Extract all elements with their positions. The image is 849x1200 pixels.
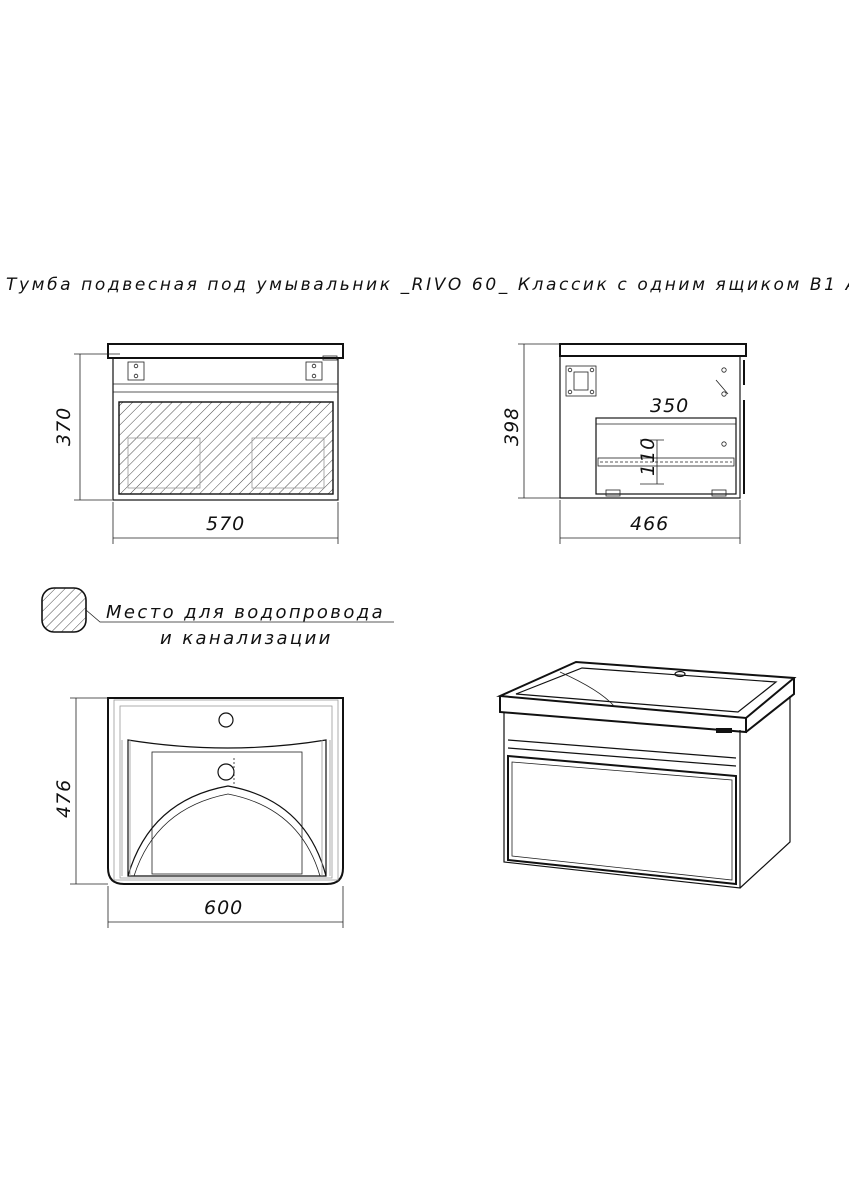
front-drawer-hatch: [118, 401, 334, 495]
legend-line2: и канализации: [160, 628, 333, 649]
drawer-height-label: 110: [637, 437, 659, 476]
drawing-title: Тумба подвесная под умывальник _RIVO 60_…: [6, 275, 849, 295]
isometric-view: [496, 660, 797, 889]
drawer-depth-label: 350: [650, 395, 689, 417]
front-view: 370 570: [53, 343, 344, 544]
side-height-label: 398: [501, 407, 523, 446]
top-view: 476 600: [53, 697, 344, 928]
side-view: 350 110 398 466: [501, 343, 747, 544]
legend-line1: Место для водопровода: [106, 602, 385, 623]
top-width-label: 600: [204, 897, 243, 919]
side-depth-label: 466: [630, 513, 669, 535]
front-width-label: 570: [206, 513, 245, 535]
top-depth-label: 476: [53, 779, 75, 818]
legend: Место для водопровода и канализации: [41, 587, 394, 649]
front-height-label: 370: [53, 407, 75, 446]
legend-hatch-swatch: [41, 587, 87, 633]
